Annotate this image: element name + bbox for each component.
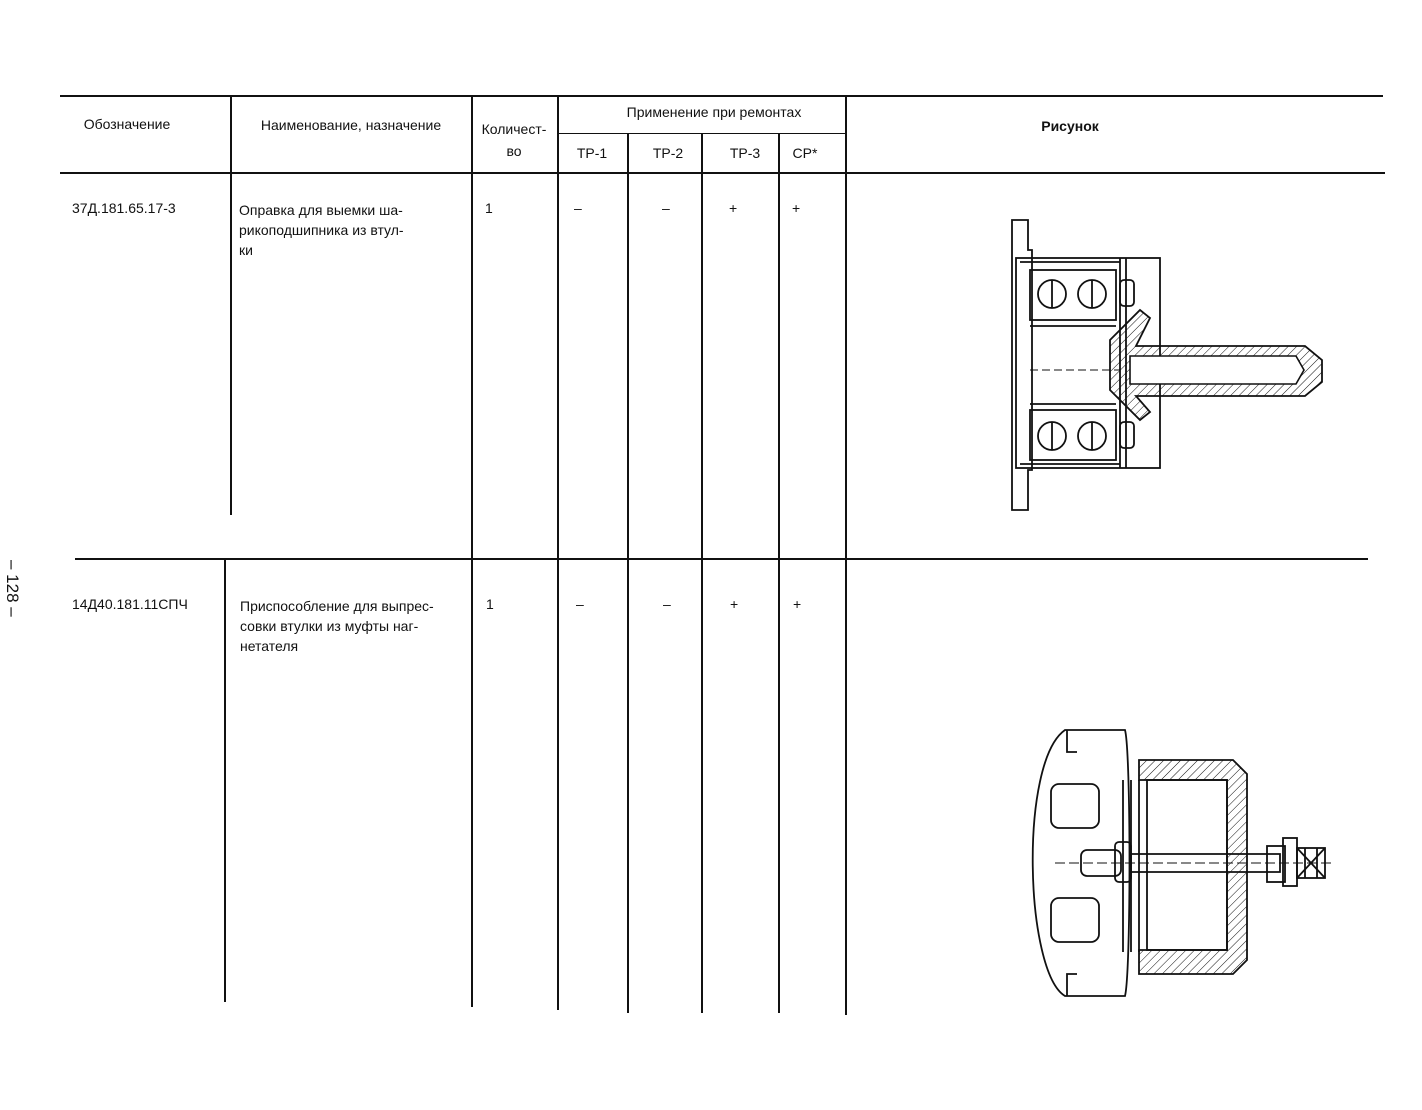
row-tr1: – bbox=[576, 596, 584, 612]
header-designation: Обозначение bbox=[83, 116, 171, 132]
col-divider-6 bbox=[778, 133, 780, 1013]
row-designation: 37Д.181.65.17-3 bbox=[72, 200, 176, 216]
header-name: Наименование, назначение bbox=[260, 117, 442, 133]
row-sr: + bbox=[792, 200, 801, 216]
row-tr3: + bbox=[730, 596, 739, 612]
press-fixture-drawing bbox=[1031, 729, 1335, 997]
row-quantity: 1 bbox=[485, 200, 493, 216]
header-tr3: ТР-3 bbox=[729, 145, 761, 161]
row-designation: 14Д40.181.11СПЧ bbox=[72, 596, 188, 612]
row-sr: + bbox=[793, 596, 802, 612]
page-number: – 128 – bbox=[3, 560, 22, 617]
row-tr2: – bbox=[662, 200, 670, 216]
header-repair-application: Применение при ремонтах bbox=[626, 104, 802, 120]
row-tr2: – bbox=[663, 596, 671, 612]
row-separator-rule bbox=[75, 558, 1368, 560]
row-tr3: + bbox=[729, 200, 738, 216]
header-sr: СР* bbox=[792, 145, 818, 161]
header-quantity: Количест- во bbox=[481, 121, 547, 159]
col-divider-1 bbox=[230, 95, 232, 515]
col-divider-4 bbox=[627, 133, 629, 1013]
header-bottom-rule bbox=[60, 172, 1385, 174]
header-tr1: ТР-1 bbox=[576, 145, 608, 161]
row-name: Оправка для выемки ша- рикоподшипника из… bbox=[239, 202, 404, 258]
row-tr1: – bbox=[574, 200, 582, 216]
row-quantity: 1 bbox=[486, 596, 494, 612]
col-divider-5 bbox=[701, 133, 703, 1013]
col-divider-1b bbox=[224, 560, 226, 1002]
col-divider-3 bbox=[557, 95, 559, 1010]
table-top-rule bbox=[60, 95, 1383, 97]
col-divider-2 bbox=[471, 95, 473, 1007]
header-figure: Рисунок bbox=[1041, 118, 1099, 134]
mandrel-drawing bbox=[1011, 219, 1323, 511]
col-divider-7 bbox=[845, 95, 847, 1015]
header-tr2: ТР-2 bbox=[652, 145, 684, 161]
row-name: Приспособление для выпрес- совки втулки … bbox=[240, 598, 434, 654]
